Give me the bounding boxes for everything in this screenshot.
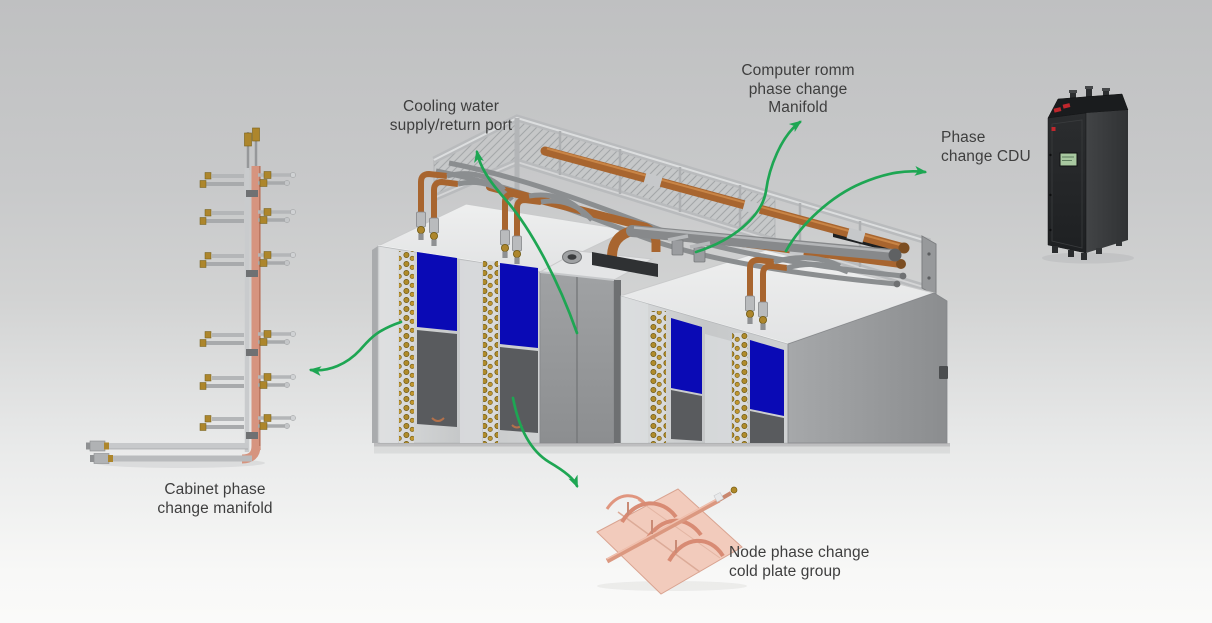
cold-plate-tube [667,538,725,563]
cdu-red-valve [1062,103,1071,109]
label-line: cold plate group [729,562,841,580]
label-line: supply/return port [389,116,513,134]
label-cold-plate-group: Node phase change cold plate group [729,544,919,581]
cdu-logo [1051,127,1056,131]
annotation-arrows [308,120,928,489]
cdu-red-valve [1053,107,1062,113]
blue-panel [671,318,702,394]
arrow-to-cooling-port-label [474,149,579,335]
label-line: change manifold [157,499,273,517]
brass-valve-cap [252,127,260,142]
dark-panel [750,411,784,443]
label-cabinet-manifold: Cabinet phase change manifold [105,481,325,518]
blue-panel [750,340,784,416]
brass-connector-column [483,261,498,443]
central-cabinet-row-illustration [372,114,950,454]
cabinet-phase-change-manifold-illustration [86,127,298,468]
label-line: Phase [941,129,986,146]
arrow-to-room-manifold-label [694,120,802,254]
brass-connector-column [399,251,414,443]
label-room-manifold: Computer romm phase change Manifold [708,62,888,118]
label-line: Manifold [768,99,828,116]
cold-plate-manifold-tube [605,497,721,564]
copper-main-pipe [540,146,909,253]
cold-plate-base [596,488,743,595]
brass-connector-column [732,333,748,443]
label-line: Computer romm [741,62,855,79]
cdu-display-screen [1059,152,1078,167]
header-pipe [607,225,902,262]
riser-valves [416,170,850,331]
thick-steel-header [626,225,899,261]
label-cooling-water-port: Cooling water supply/return port [341,98,561,135]
node-cold-plate-illustration [596,486,747,595]
dark-panel [417,330,457,427]
label-line: Cabinet phase [164,481,266,498]
cabinet-fronts [372,245,948,444]
label-line: phase change [748,80,848,98]
blue-panel [500,263,538,348]
dark-panel [671,390,702,441]
dark-panel [500,347,538,433]
cold-plate-tube [620,501,678,524]
label-phase-change-cdu: Phase change CDU [941,129,1071,166]
pipe-sleeve [643,172,663,188]
side-panel-latch [939,366,948,379]
brass-connector-column [650,311,666,443]
cold-plate-brass-fitting [730,486,738,494]
arrow-to-cold-plate [511,396,579,489]
label-line: Node phase change [729,544,870,561]
cabinet-floor-shadow [374,443,950,447]
brass-valve-cap [244,132,252,147]
cdu-side [1086,110,1128,253]
frame-end-plate [921,235,937,297]
arrow-to-cabinet-manifold [308,320,403,377]
blue-panel [417,252,457,331]
label-line: Cooling water [402,98,500,115]
phase-change-cdu-illustration [1042,86,1134,264]
label-line: change CDU [941,147,1031,165]
cold-plate-tube [605,494,648,510]
arrow-to-cdu-label [784,165,928,253]
